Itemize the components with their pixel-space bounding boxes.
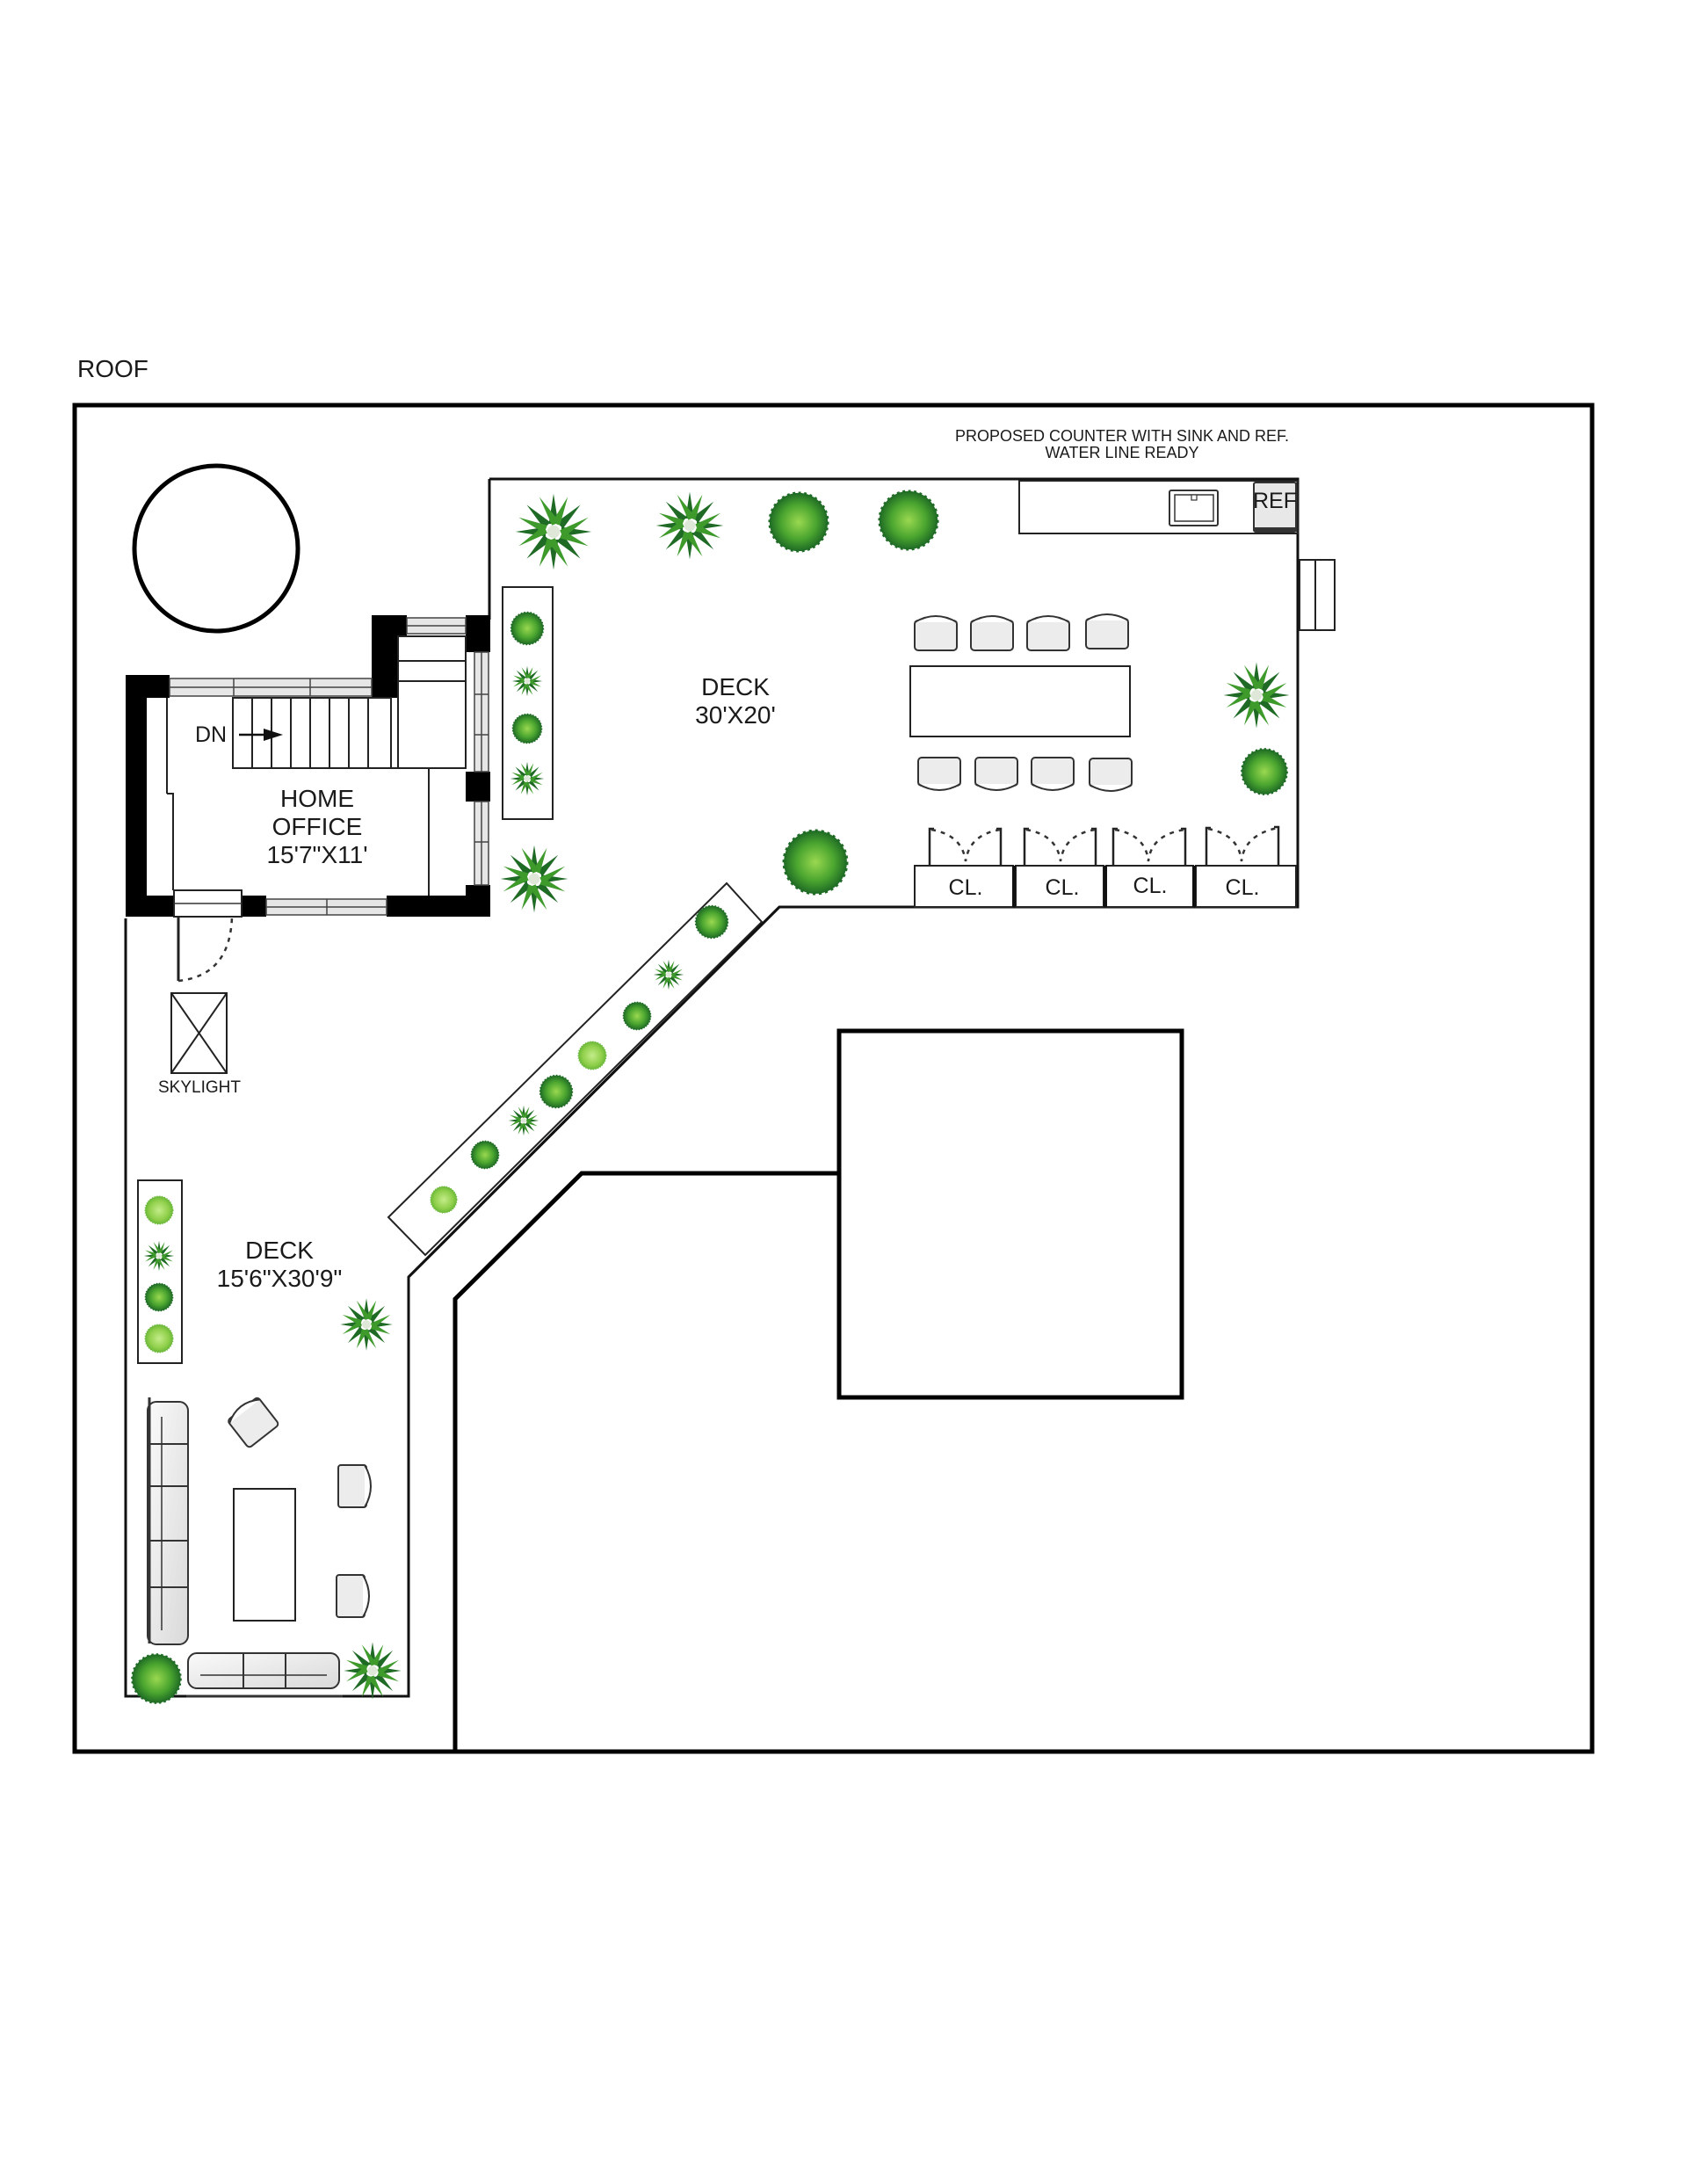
roof-outline (72, 403, 1595, 1754)
plant-icon (577, 1041, 607, 1070)
counter-note-line2: WATER LINE READY (1045, 444, 1198, 461)
refrigerator-label: REF (1253, 489, 1297, 513)
dining-chairs-bottom (917, 757, 1133, 792)
plant-icon (539, 1074, 574, 1109)
exterior-unit (1299, 559, 1336, 631)
closet-label-2: CL. (1046, 875, 1080, 900)
plant-icon (510, 761, 545, 796)
side-deck-dimensions: 15'6"X30'9" (217, 1265, 343, 1292)
roof-square (836, 1028, 1184, 1400)
staircase (232, 635, 467, 896)
planter-box (502, 586, 554, 820)
round-roof-feature (132, 463, 300, 634)
plant-icon (510, 611, 545, 646)
home-office-name: HOME (280, 785, 354, 812)
plant-icon (1241, 748, 1288, 795)
dining-chairs-top (914, 613, 1129, 651)
diagonal-planter (387, 882, 764, 1257)
counter-note-line1: PROPOSED COUNTER WITH SINK AND REF. (955, 427, 1289, 445)
stair-arrow-head-icon (264, 729, 283, 741)
plant-icon (470, 1140, 500, 1170)
dining-table (909, 665, 1131, 737)
plant-icon (878, 490, 939, 551)
plant-icon (782, 829, 849, 896)
main-deck-dimensions: 30'X20' (695, 701, 776, 729)
plant-icon (144, 1324, 174, 1353)
home-office-name-2: OFFICE (272, 813, 363, 840)
skylight-label: SKYLIGHT (158, 1078, 241, 1097)
plant-icon (768, 491, 829, 553)
side-planter-box (137, 1179, 183, 1364)
plant-icon (430, 1186, 458, 1214)
closet-label-4: CL. (1226, 875, 1260, 900)
plant-icon (511, 665, 543, 697)
closet-label-3: CL. (1133, 874, 1168, 898)
plant-icon (144, 1195, 174, 1225)
plant-icon (500, 845, 568, 913)
deck-edge (407, 905, 781, 1279)
home-office: DN HOME OFFICE 15'7"X11' (126, 615, 490, 983)
proposed-counter (1018, 480, 1299, 534)
skylight (170, 992, 228, 1074)
plant-icon (694, 904, 729, 940)
roof-title: ROOF (77, 355, 148, 382)
plant-icon (508, 1105, 539, 1136)
closets (914, 825, 1297, 908)
plant-icon (511, 713, 543, 744)
home-office-dimensions: 15'7"X11' (266, 841, 367, 868)
plant-icon (653, 959, 684, 990)
plant-icon (1223, 662, 1290, 729)
plant-icon (144, 1282, 174, 1312)
plant-icon (655, 491, 724, 560)
side-deck-name: DECK (245, 1237, 314, 1264)
lower-roof-outline (453, 1171, 839, 1752)
lounge (147, 1397, 372, 1698)
closet-label-1: CL. (949, 875, 983, 900)
plant-icon (622, 1001, 652, 1031)
main-deck-name: DECK (701, 673, 770, 700)
plant-icon (340, 1298, 393, 1351)
plant-icon (344, 1642, 402, 1700)
stair-down-label: DN (195, 722, 227, 747)
plant-icon (143, 1240, 175, 1272)
plant-icon (515, 493, 592, 570)
deck-outline (124, 477, 1300, 1698)
plant-icon (131, 1653, 182, 1704)
